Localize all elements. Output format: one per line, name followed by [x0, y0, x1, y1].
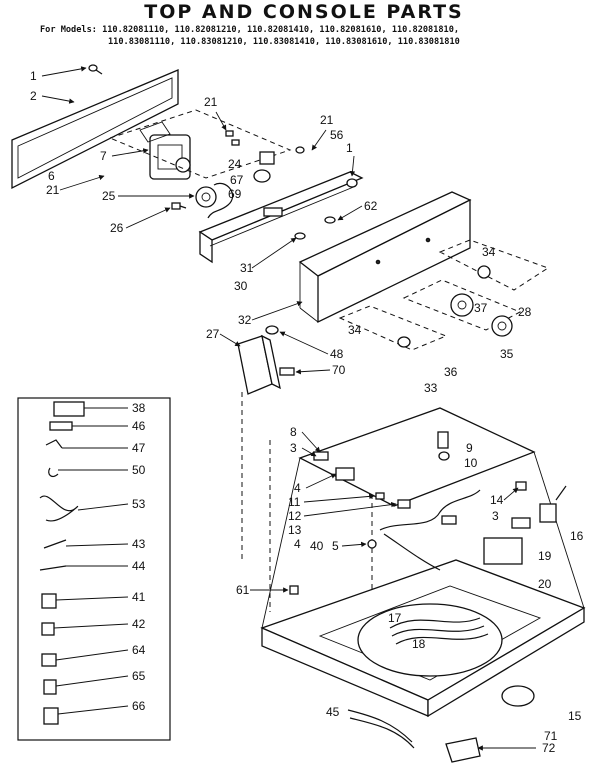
leader-lines: [41, 66, 536, 751]
model-list-line-1: For Models: 110.82081110, 110.82081210, …: [40, 25, 460, 35]
callout-number: 21: [320, 113, 334, 127]
callout-number: 25: [102, 189, 116, 203]
knob-icon: [265, 265, 513, 348]
callout-number: 46: [132, 419, 146, 433]
callout-number: 47: [132, 441, 146, 455]
callout-number: 71: [544, 729, 558, 743]
callout-number: 66: [132, 699, 146, 713]
callout-number: 34: [482, 245, 496, 259]
callout-number: 14: [490, 493, 504, 507]
console-support-rail: [198, 171, 364, 264]
callout-number: 17: [388, 611, 402, 625]
callout-number: 4: [294, 537, 301, 551]
callout-number: 28: [518, 305, 532, 319]
page-title: TOP AND CONSOLE PARTS: [144, 1, 464, 23]
callout-number: 69: [228, 187, 242, 201]
callout-number: 4: [294, 481, 301, 495]
model-list-line-2: 110.83081110, 110.83081210, 110.83081410…: [108, 37, 460, 47]
callout-number: 72: [542, 741, 556, 755]
callout-number: 21: [46, 183, 60, 197]
callout-number: 19: [538, 549, 552, 563]
callout-number: 64: [132, 643, 146, 657]
callout-number: 56: [330, 128, 344, 142]
screw-icon: [171, 202, 187, 210]
callout-number: 42: [132, 617, 146, 631]
callout-number: 21: [204, 95, 218, 109]
washer-top-panel: [260, 407, 586, 718]
switch-icon: [253, 151, 275, 183]
callout-number: 10: [464, 456, 478, 470]
callout-number: 31: [240, 261, 254, 275]
callout-number: 65: [132, 669, 146, 683]
callout-number: 50: [132, 463, 146, 477]
callout-number: 32: [238, 313, 252, 327]
timer-assembly: [139, 121, 191, 180]
switch-icon: [195, 186, 217, 208]
callout-number: 2: [30, 89, 37, 103]
callout-number: 61: [236, 583, 250, 597]
callout-number: 15: [568, 709, 582, 723]
callout-number: 1: [346, 141, 353, 155]
console-back-panel: [11, 69, 179, 190]
callout-number: 53: [132, 497, 146, 511]
callout-number: 11: [288, 495, 301, 509]
lid-switch: [483, 485, 567, 565]
callout-number: 30: [234, 279, 248, 293]
part-callouts: 1 2 7 6 21 21 21 56 1 24 67 69 25 26 62 …: [30, 69, 584, 755]
callout-number: 5: [332, 539, 339, 553]
callout-number: 34: [348, 323, 362, 337]
screw-icon: [225, 130, 240, 146]
callout-number: 36: [444, 365, 458, 379]
callout-number: 40: [310, 539, 324, 553]
callout-number: 9: [466, 441, 473, 455]
screw-icon: [294, 146, 358, 240]
callout-number: 6: [48, 169, 55, 183]
clip-icon: [289, 451, 527, 595]
callout-number: 37: [474, 301, 488, 315]
callout-number: 62: [364, 199, 378, 213]
callout-number: 26: [110, 221, 124, 235]
callout-number: 3: [492, 509, 499, 523]
callout-number: 44: [132, 559, 146, 573]
callout-number: 43: [132, 537, 146, 551]
callout-number: 16: [570, 529, 584, 543]
parts-kit-box: [17, 397, 171, 741]
control-module: [237, 334, 281, 395]
callout-number: 7: [100, 149, 107, 163]
latch-icon: [437, 431, 450, 461]
callout-number: 38: [132, 401, 146, 415]
callout-number: 48: [330, 347, 344, 361]
callout-number: 33: [424, 381, 438, 395]
callout-number: 45: [326, 705, 340, 719]
callout-number: 41: [132, 590, 146, 604]
callout-number: 27: [206, 327, 220, 341]
callout-number: 67: [230, 173, 244, 187]
screw-icon: [88, 64, 103, 75]
callout-number: 13: [288, 523, 302, 537]
callout-number: 12: [288, 509, 302, 523]
callout-number: 35: [500, 347, 514, 361]
callout-number: 1: [30, 69, 37, 83]
callout-number: 8: [290, 425, 297, 439]
callout-number: 18: [412, 637, 426, 651]
callout-number: 20: [538, 577, 552, 591]
callout-number: 3: [290, 441, 297, 455]
small-parts-icons: [39, 401, 85, 725]
console-front-panel: [298, 191, 472, 324]
callout-number: 70: [332, 363, 346, 377]
callout-number: 24: [228, 157, 242, 171]
connector-icon: [279, 367, 295, 376]
